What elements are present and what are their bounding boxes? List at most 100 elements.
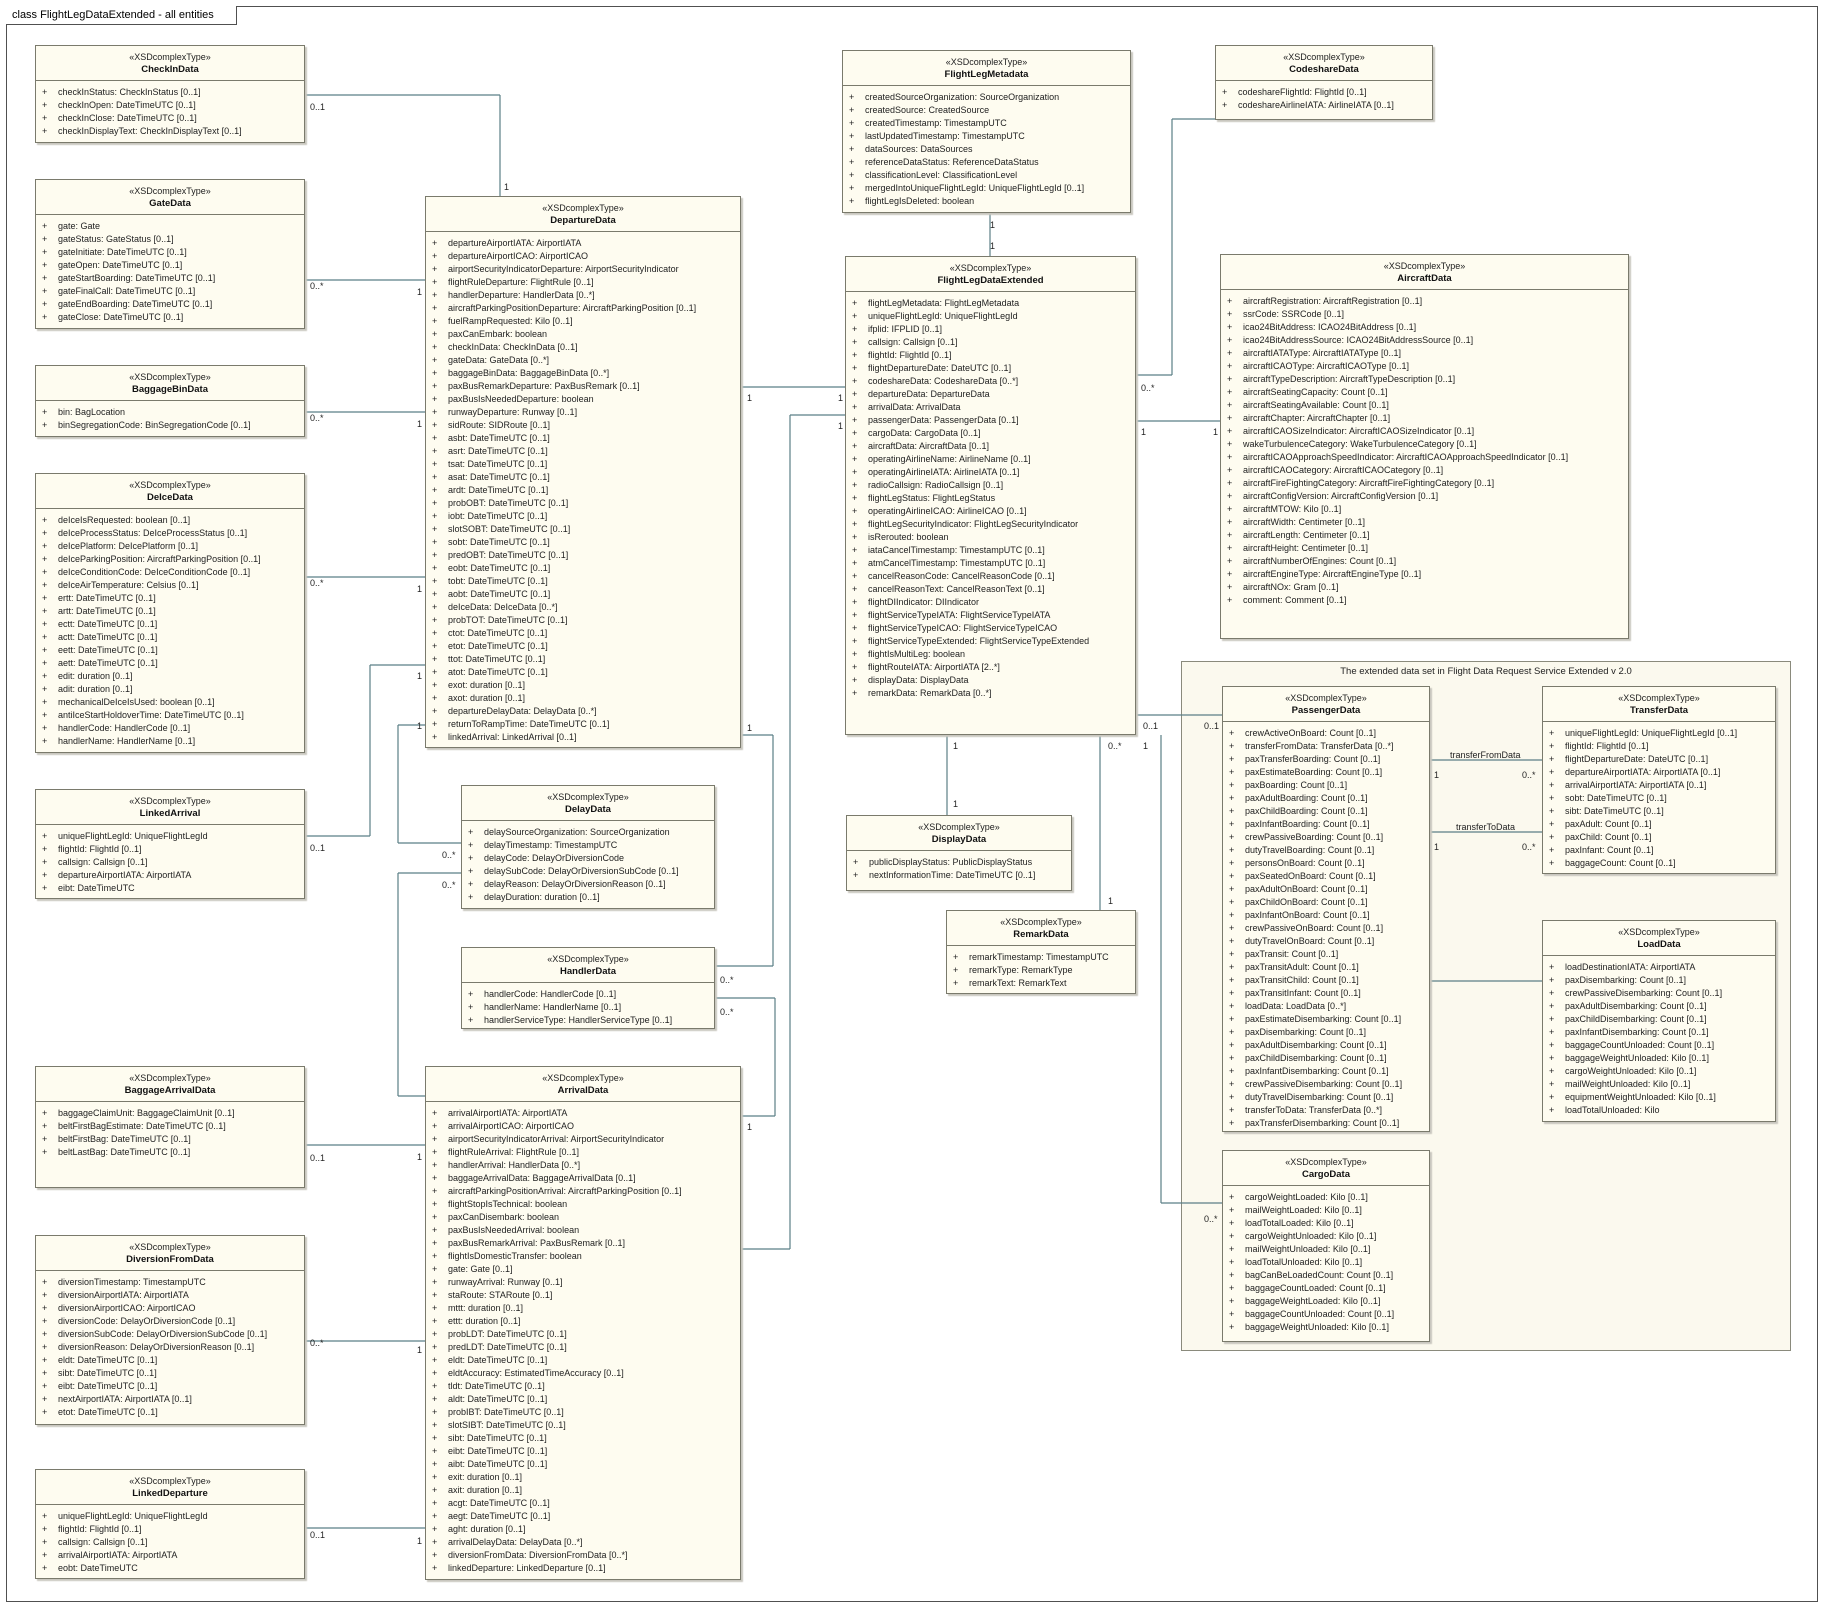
attribute-text: asrt: DateTimeUTC [0..1] bbox=[448, 446, 548, 456]
class-transfer[interactable]: «XSDcomplexType»TransferData+uniqueFligh… bbox=[1542, 686, 1776, 874]
attribute-text: handlerArrival: HandlerData [0..*] bbox=[448, 1160, 581, 1170]
class-gate[interactable]: «XSDcomplexType»GateData+gate: Gate+gate… bbox=[35, 179, 305, 329]
public-visibility-marker: + bbox=[42, 247, 48, 257]
public-visibility-marker: + bbox=[42, 710, 48, 720]
attribute-row: +loadDestinationIATA: AirportIATA bbox=[1549, 961, 1771, 974]
attribute-text: transferFromData: TransferData [0..*] bbox=[1245, 741, 1394, 751]
public-visibility-marker: + bbox=[852, 480, 858, 490]
multiplicity-label: 1 bbox=[1143, 741, 1149, 751]
attribute-row: +aircraftTypeDescription: AircraftTypeDe… bbox=[1227, 373, 1624, 386]
attribute-row: +aircraftICAOSizeIndicator: AircraftICAO… bbox=[1227, 425, 1624, 438]
public-visibility-marker: + bbox=[852, 675, 858, 685]
public-visibility-marker: + bbox=[852, 402, 858, 412]
class-attributes: +deIceIsRequested: boolean [0..1]+deIceP… bbox=[36, 509, 304, 752]
attribute-text: bagCanBeLoadedCount: Count [0..1] bbox=[1245, 1270, 1394, 1280]
public-visibility-marker: + bbox=[432, 446, 438, 456]
attribute-row: +paxAdultDisembarking: Count [0..1] bbox=[1549, 1000, 1771, 1013]
multiplicity-label: 0..1 bbox=[1143, 721, 1159, 731]
class-name: HandlerData bbox=[560, 966, 616, 977]
class-stereotype: «XSDcomplexType» bbox=[1285, 693, 1367, 703]
class-arrival[interactable]: «XSDcomplexType»ArrivalData+arrivalAirpo… bbox=[425, 1066, 741, 1580]
attribute-row: +exot: duration [0..1] bbox=[432, 679, 736, 692]
attribute-row: +aircraftChapter: AircraftChapter [0..1] bbox=[1227, 412, 1624, 425]
class-diversion[interactable]: «XSDcomplexType»DiversionFromData+divers… bbox=[35, 1235, 305, 1425]
public-visibility-marker: + bbox=[42, 1524, 48, 1534]
public-visibility-marker: + bbox=[1229, 988, 1235, 998]
attribute-text: dutyTravelBoarding: Count [0..1] bbox=[1245, 845, 1375, 855]
class-remark[interactable]: «XSDcomplexType»RemarkData+remarkTimesta… bbox=[946, 910, 1136, 994]
public-visibility-marker: + bbox=[432, 368, 438, 378]
attribute-text: atmCancelTimestamp: TimestampUTC [0..1] bbox=[868, 558, 1046, 568]
class-handler[interactable]: «XSDcomplexType»HandlerData+handlerCode:… bbox=[461, 947, 715, 1029]
class-baggagearrival[interactable]: «XSDcomplexType»BaggageArrivalData+bagga… bbox=[35, 1066, 305, 1188]
class-name: DepartureData bbox=[550, 215, 616, 226]
class-delay[interactable]: «XSDcomplexType»DelayData+delaySourceOrg… bbox=[461, 785, 715, 909]
public-visibility-marker: + bbox=[1227, 543, 1233, 553]
class-linkeddeparture[interactable]: «XSDcomplexType»LinkedDeparture+uniqueFl… bbox=[35, 1469, 305, 1579]
attribute-row: +handlerArrival: HandlerData [0..*] bbox=[432, 1159, 736, 1172]
class-header: «XSDcomplexType»CodeshareData bbox=[1216, 46, 1432, 81]
attribute-text: baggageCountUnloaded: Count [0..1] bbox=[1245, 1309, 1395, 1319]
class-extended[interactable]: «XSDcomplexType»FlightLegDataExtended+fl… bbox=[845, 256, 1136, 735]
attribute-row: +predOBT: DateTimeUTC [0..1] bbox=[432, 549, 736, 562]
class-passenger[interactable]: «XSDcomplexType»PassengerData+crewActive… bbox=[1222, 686, 1430, 1132]
class-header: «XSDcomplexType»CheckInData bbox=[36, 46, 304, 81]
attribute-row: +wakeTurbulenceCategory: WakeTurbulenceC… bbox=[1227, 438, 1624, 451]
attribute-row: +cancelReasonCode: CancelReasonCode [0..… bbox=[852, 570, 1131, 583]
public-visibility-marker: + bbox=[849, 157, 855, 167]
class-stereotype: «XSDcomplexType» bbox=[129, 1073, 211, 1083]
diagram-title: class FlightLegDataExtended - all entiti… bbox=[6, 6, 237, 25]
public-visibility-marker: + bbox=[42, 632, 48, 642]
class-name: PassengerData bbox=[1291, 705, 1361, 716]
attribute-text: passengerData: PassengerData [0..1] bbox=[868, 415, 1019, 425]
attribute-text: deIceIsRequested: boolean [0..1] bbox=[58, 515, 191, 525]
public-visibility-marker: + bbox=[432, 342, 438, 352]
attribute-text: aircraftTypeDescription: AircraftTypeDes… bbox=[1243, 374, 1456, 384]
class-metadata[interactable]: «XSDcomplexType»FlightLegMetadata+create… bbox=[842, 50, 1131, 213]
public-visibility-marker: + bbox=[1549, 1014, 1555, 1024]
attribute-text: arrivalAirportIATA: AirportIATA bbox=[448, 1108, 568, 1118]
attribute-text: eibt: DateTimeUTC [0..1] bbox=[448, 1446, 548, 1456]
attribute-text: gateInitiate: DateTimeUTC [0..1] bbox=[58, 247, 187, 257]
attribute-row: +paxEstimateBoarding: Count [0..1] bbox=[1229, 766, 1425, 779]
attribute-row: +antiIceStartHoldoverTime: DateTimeUTC [… bbox=[42, 709, 300, 722]
attribute-text: eldt: DateTimeUTC [0..1] bbox=[58, 1355, 158, 1365]
class-codeshare[interactable]: «XSDcomplexType»CodeshareData+codeshareF… bbox=[1215, 45, 1433, 120]
public-visibility-marker: + bbox=[432, 1329, 438, 1339]
public-visibility-marker: + bbox=[849, 144, 855, 154]
class-display[interactable]: «XSDcomplexType»DisplayData+publicDispla… bbox=[846, 815, 1072, 891]
attribute-row: +flightLegIsDeleted: boolean bbox=[849, 195, 1126, 208]
attribute-row: +aght: duration [0..1] bbox=[432, 1523, 736, 1536]
class-linkedarrival[interactable]: «XSDcomplexType»LinkedArrival+uniqueFlig… bbox=[35, 789, 305, 899]
class-aircraft[interactable]: «XSDcomplexType»AircraftData+aircraftReg… bbox=[1220, 254, 1629, 639]
public-visibility-marker: + bbox=[468, 827, 474, 837]
public-visibility-marker: + bbox=[42, 1550, 48, 1560]
class-name: DeIceData bbox=[147, 492, 193, 503]
class-name: FlightLegMetadata bbox=[944, 69, 1029, 80]
class-baggagebin[interactable]: «XSDcomplexType»BaggageBinData+bin: BagL… bbox=[35, 365, 305, 437]
public-visibility-marker: + bbox=[1549, 858, 1555, 868]
public-visibility-marker: + bbox=[852, 636, 858, 646]
class-load[interactable]: «XSDcomplexType»LoadData+loadDestination… bbox=[1542, 920, 1776, 1122]
attribute-row: +codeshareData: CodeshareData [0..*] bbox=[852, 375, 1131, 388]
class-checkin[interactable]: «XSDcomplexType»CheckInData+checkInStatu… bbox=[35, 45, 305, 143]
attribute-text: slotSOBT: DateTimeUTC [0..1] bbox=[448, 524, 571, 534]
class-cargo[interactable]: «XSDcomplexType»CargoData+cargoWeightLoa… bbox=[1222, 1150, 1430, 1342]
public-visibility-marker: + bbox=[432, 680, 438, 690]
public-visibility-marker: + bbox=[432, 1277, 438, 1287]
multiplicity-label: 1 bbox=[417, 721, 423, 731]
attribute-text: binSegregationCode: BinSegregationCode [… bbox=[58, 420, 251, 430]
public-visibility-marker: + bbox=[1229, 962, 1235, 972]
public-visibility-marker: + bbox=[42, 1290, 48, 1300]
attribute-row: +arrivalAirportIATA: AirportIATA [0..1] bbox=[1549, 779, 1771, 792]
attribute-text: baggageArrivalData: BaggageArrivalData [… bbox=[448, 1173, 636, 1183]
public-visibility-marker: + bbox=[42, 221, 48, 231]
attribute-row: +airportSecurityIndicatorArrival: Airpor… bbox=[432, 1133, 736, 1146]
attribute-text: paxChildOnBoard: Count [0..1] bbox=[1245, 897, 1368, 907]
attribute-row: +departureAirportIATA: AirportIATA bbox=[42, 869, 300, 882]
class-departure[interactable]: «XSDcomplexType»DepartureData+departureA… bbox=[425, 196, 741, 748]
attribute-text: uniqueFlightLegId: UniqueFlightLegId bbox=[58, 831, 208, 841]
public-visibility-marker: + bbox=[852, 337, 858, 347]
multiplicity-label: 1 bbox=[417, 419, 423, 429]
class-deice[interactable]: «XSDcomplexType»DeIceData+deIceIsRequest… bbox=[35, 473, 305, 753]
